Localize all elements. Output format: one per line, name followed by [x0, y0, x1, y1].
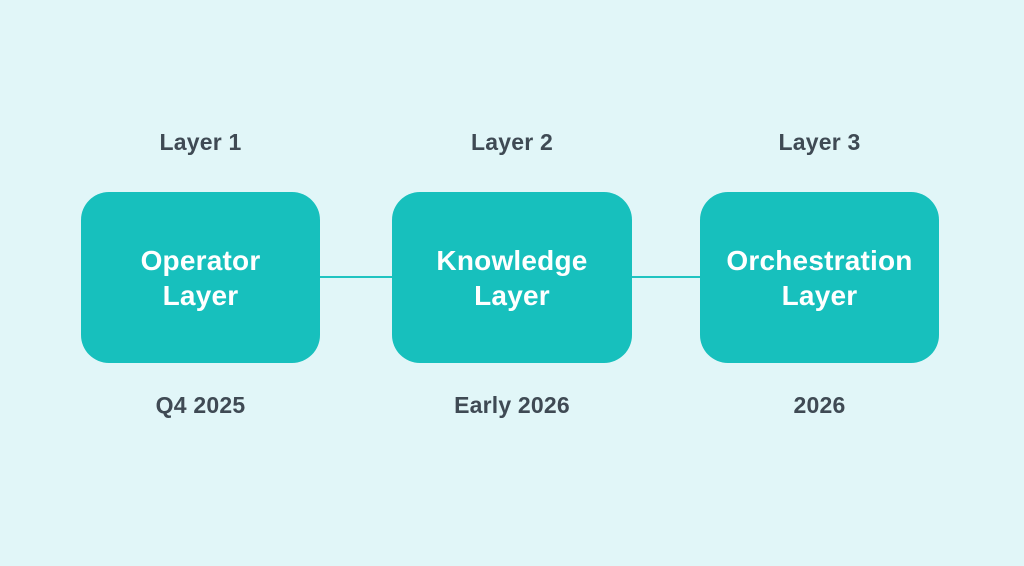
operator-layer-title: Operator Layer — [141, 243, 261, 313]
operator-layer-title-line-2: Layer — [162, 279, 239, 311]
orchestration-layer-box: Orchestration Layer — [700, 192, 939, 363]
layer-1-tier-label: Layer 1 — [159, 129, 242, 155]
knowledge-layer-title: Knowledge Layer — [436, 243, 587, 313]
orchestration-layer-title-line-1: Orchestration — [726, 244, 913, 276]
knowledge-layer-title-line-2: Layer — [474, 279, 550, 311]
layer-3-tier-label: Layer 3 — [778, 129, 861, 155]
layer-2-group: Layer 2 Knowledge Layer Early 2026 — [392, 0, 632, 566]
layer-2-timeline-label: Early 2026 — [454, 392, 570, 418]
layer-3-timeline-label: 2026 — [793, 392, 846, 418]
layer-2-tier-label: Layer 2 — [471, 129, 553, 155]
connector-line-1 — [320, 276, 392, 278]
knowledge-layer-title-line-1: Knowledge — [436, 244, 588, 276]
layer-1-timeline-label: Q4 2025 — [155, 392, 246, 418]
layer-3-group: Layer 3 Orchestration Layer 2026 — [700, 0, 939, 566]
knowledge-layer-box: Knowledge Layer — [392, 192, 632, 363]
operator-layer-title-line-1: Operator — [140, 244, 261, 276]
layer-1-group: Layer 1 Operator Layer Q4 2025 — [81, 0, 320, 566]
orchestration-layer-title: Orchestration Layer — [726, 243, 912, 313]
operator-layer-box: Operator Layer — [81, 192, 320, 363]
orchestration-layer-title-line-2: Layer — [781, 279, 858, 311]
connector-line-2 — [632, 276, 700, 278]
